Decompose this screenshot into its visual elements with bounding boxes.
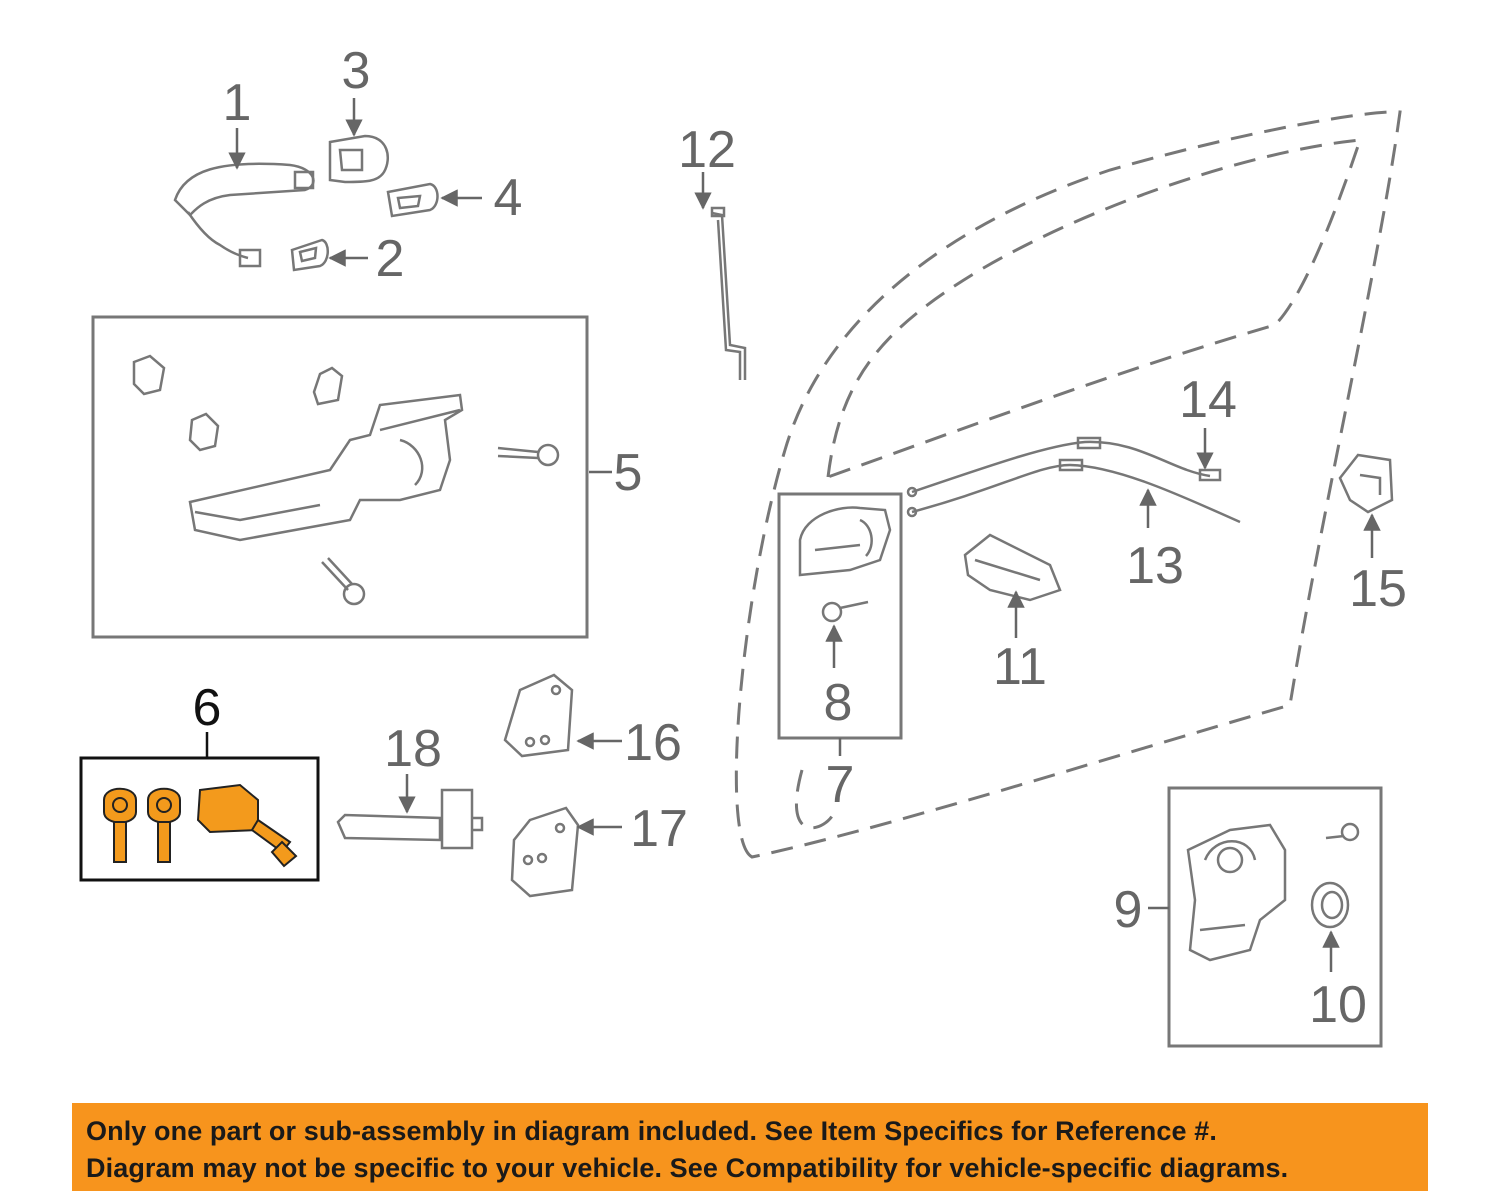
callout-2: 2: [376, 230, 405, 288]
clip-a: [132, 354, 166, 396]
callout-15: 15: [1349, 560, 1407, 618]
handle-frame: [328, 134, 389, 184]
callout-14: 14: [1179, 371, 1237, 429]
handle-cap-2: [290, 238, 329, 272]
part-9-box: [1167, 786, 1383, 1048]
callout-1: 1: [223, 74, 252, 132]
clip-b: [188, 412, 220, 452]
inside-handle: [798, 506, 892, 577]
lock-cables: [906, 436, 1241, 524]
callout-13: 13: [1126, 537, 1184, 595]
door-striker: [1338, 453, 1394, 514]
screw-a: [497, 443, 560, 467]
cable-bracket: [963, 533, 1062, 602]
callout-17: 17: [630, 800, 688, 858]
callout-18: 18: [384, 720, 442, 778]
part-6-box: [79, 756, 320, 882]
disclaimer-line-2: Diagram may not be specific to your vehi…: [86, 1153, 1289, 1183]
callout-9: 9: [1114, 881, 1143, 939]
screw-b: [321, 557, 366, 606]
part-5-box: [91, 315, 589, 639]
actuator-screw: [1325, 822, 1360, 842]
callout-7: 7: [826, 756, 855, 814]
disclaimer-banner: Only one part or sub-assembly in diagram…: [72, 1103, 1428, 1191]
handle-cover-4: [386, 182, 439, 218]
handle-screw: [821, 600, 869, 623]
door-outline: [734, 110, 1402, 859]
key-2: [147, 787, 181, 863]
handle-frame-assembly: [188, 393, 464, 542]
upper-hinge: [503, 673, 574, 758]
callout-10: 10: [1309, 976, 1367, 1034]
callout-5: 5: [614, 444, 643, 502]
key-1: [103, 787, 137, 863]
lower-hinge: [510, 806, 580, 898]
lock-cylinder: [196, 783, 298, 868]
door-lock-actuator: [1186, 823, 1287, 962]
callout-8: 8: [824, 674, 853, 732]
callout-12: 12: [678, 121, 736, 179]
lock-grommet: [1310, 881, 1350, 929]
callout-11: 11: [993, 638, 1047, 696]
callout-4: 4: [494, 169, 523, 227]
callout-6: 6: [193, 679, 222, 737]
outside-door-handle: [173, 162, 315, 268]
callout-16: 16: [624, 714, 682, 772]
disclaimer-line-1: Only one part or sub-assembly in diagram…: [86, 1116, 1217, 1146]
callout-3: 3: [342, 42, 371, 100]
door-check: [336, 788, 484, 850]
clip-c: [312, 366, 344, 406]
lock-rod: [710, 206, 747, 380]
